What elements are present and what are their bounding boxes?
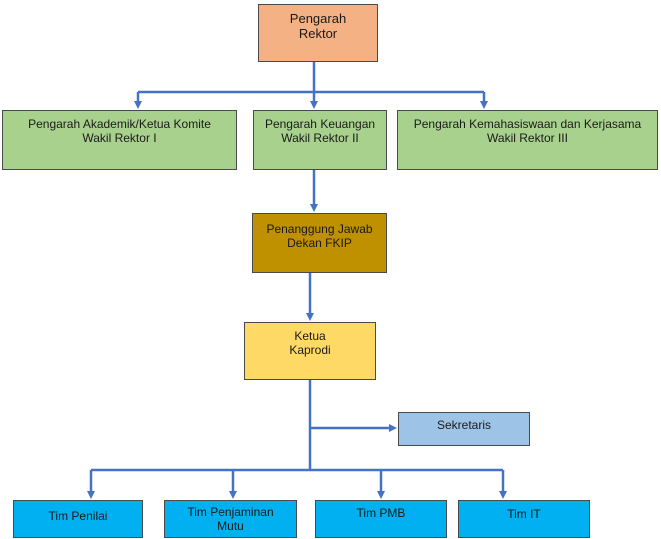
node-ketua-kaprodi: Ketua Kaprodi (244, 322, 376, 380)
node-tim-penjaminan-mutu: Tim Penjaminan Mutu (164, 500, 297, 538)
node-wakil-rektor-3: Pengarah Kemahasiswaan dan Kerjasama Wak… (397, 110, 658, 170)
node-label-line: Wakil Rektor II (281, 131, 359, 145)
node-label-line: Kaprodi (289, 343, 331, 357)
node-label-line: Penanggung Jawab (266, 222, 373, 236)
node-dekan-fkip: Penanggung Jawab Dekan FKIP (252, 213, 387, 273)
node-label-line: Rektor (298, 26, 338, 41)
node-label-line: Tim PMB (356, 506, 406, 520)
node-label-line: Pengarah Kemahasiswaan dan Kerjasama (413, 117, 642, 131)
node-label-line: Mutu (217, 519, 244, 533)
node-label-line: Pengarah (289, 11, 347, 26)
node-tim-penilai: Tim Penilai (13, 500, 143, 538)
node-label-line: Tim Penjaminan (187, 505, 274, 519)
node-pengarah-rektor: Pengarah Rektor (258, 4, 378, 62)
node-label-line: Pengarah Keuangan (264, 117, 376, 131)
node-label-line: Tim Penilai (48, 509, 108, 523)
node-tim-pmb: Tim PMB (315, 500, 447, 538)
node-label-line: Wakil Rektor I (82, 131, 157, 145)
node-label-line: Pengarah Akademik/Ketua Komite (28, 117, 211, 131)
node-wakil-rektor-1: Pengarah Akademik/Ketua Komite Wakil Rek… (2, 110, 237, 170)
node-wakil-rektor-2: Pengarah Keuangan Wakil Rektor II (253, 110, 387, 170)
node-label-line: Wakil Rektor III (487, 131, 568, 145)
node-label-line: Tim IT (507, 507, 541, 521)
node-label-line: Dekan FKIP (287, 236, 352, 250)
node-tim-it: Tim IT (458, 500, 590, 538)
node-label-line: Ketua (294, 329, 326, 343)
node-label-line: Sekretaris (436, 418, 492, 432)
node-sekretaris: Sekretaris (398, 412, 530, 446)
